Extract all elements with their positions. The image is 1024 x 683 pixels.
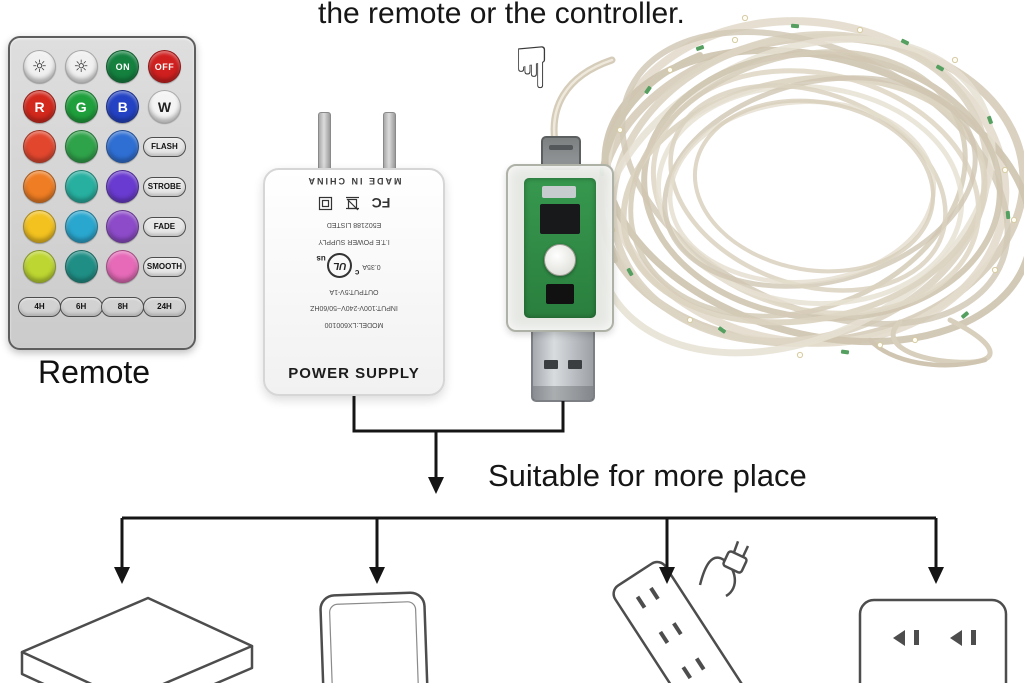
double-insulation-icon <box>318 196 332 210</box>
controller-pcb <box>524 178 596 318</box>
ul-mark: c UL us <box>316 253 360 279</box>
mode-button-fade: FADE <box>142 216 186 237</box>
color-button-r1-c2 <box>64 130 98 163</box>
pointing-hand-icon: ☟ <box>514 34 550 102</box>
adapter-title: POWER SUPPLY <box>288 365 420 382</box>
fcc-mark: FC <box>371 195 391 212</box>
pcb-component <box>546 284 574 304</box>
blue-button: B <box>106 90 140 123</box>
adapter-ite: I.T.E POWER SUPPLY <box>318 237 390 245</box>
white-button: W <box>147 90 181 123</box>
color-button-r2-c2 <box>64 170 98 203</box>
weee-bin-icon <box>345 196 359 211</box>
adapter-cert-line: E502188 LISTED <box>326 221 382 229</box>
green-button: G <box>64 90 98 123</box>
wall-socket-illustration <box>858 598 1008 683</box>
power-strip-illustration <box>612 540 756 683</box>
color-button-r4-c2 <box>64 250 98 283</box>
color-button-r4-c3 <box>106 250 140 283</box>
remote-label: Remote <box>38 354 151 390</box>
on-button: ON <box>106 50 140 83</box>
tablet-illustration <box>319 591 430 683</box>
mode-button-flash: FLASH <box>142 136 186 157</box>
brightness-up-button: ☼ <box>23 50 56 83</box>
coil-loops <box>550 17 1024 368</box>
plug-prong-right <box>383 112 396 172</box>
bed-illustration <box>20 596 254 683</box>
mode-button-strobe: STROBE <box>142 176 186 197</box>
timer-button-24h: 24H <box>142 296 186 317</box>
cert-icons: FC <box>318 195 391 212</box>
timer-button-4h: 4H <box>18 296 61 317</box>
color-button-r2-c1 <box>23 170 56 203</box>
color-button-r1-c3 <box>106 130 140 163</box>
adapter-model: MODEL:LX600100 <box>324 321 384 328</box>
red-button: R <box>23 90 56 123</box>
pcb-component <box>542 186 576 198</box>
color-button-r3-c1 <box>23 210 56 243</box>
wire-joints <box>599 23 1011 355</box>
brightness-down-button: ☼ <box>64 50 98 83</box>
adapter-input: INPUT:100V-240V~50/60HZ <box>310 304 398 312</box>
color-button-r1-c1 <box>23 130 56 163</box>
suitable-caption: Suitable for more place <box>488 458 807 493</box>
off-button: OFF <box>147 50 181 83</box>
color-button-r3-c2 <box>64 210 98 243</box>
plug-prong-left <box>318 112 331 172</box>
usb-slot <box>544 360 558 369</box>
power-adapter: MODEL:LX600100 INPUT:100V-240V~50/60HZ O… <box>263 168 445 396</box>
timer-button-6h: 6H <box>59 296 103 317</box>
color-button-r2-c3 <box>106 170 140 203</box>
usb-slot <box>568 360 582 369</box>
mode-button-smooth: SMOOTH <box>142 256 186 277</box>
pcb-chip <box>540 204 580 234</box>
color-button-r4-c1 <box>23 250 56 283</box>
usb-controller <box>506 164 614 332</box>
top-caption: the remote or the controller. <box>318 0 685 30</box>
usb-plug <box>531 330 595 402</box>
color-button-r3-c3 <box>106 210 140 243</box>
made-in-text: MADE IN CHINA <box>306 176 402 187</box>
led-dots <box>608 14 1018 359</box>
adapter-label: MODEL:LX600100 INPUT:100V-240V~50/60HZ O… <box>275 176 433 328</box>
controller-button <box>544 244 576 276</box>
timer-button-8h: 8H <box>101 296 145 317</box>
adapter-amp: 0.35A <box>362 262 381 270</box>
adapter-output: OUTPUT:5V-1A <box>329 287 379 295</box>
